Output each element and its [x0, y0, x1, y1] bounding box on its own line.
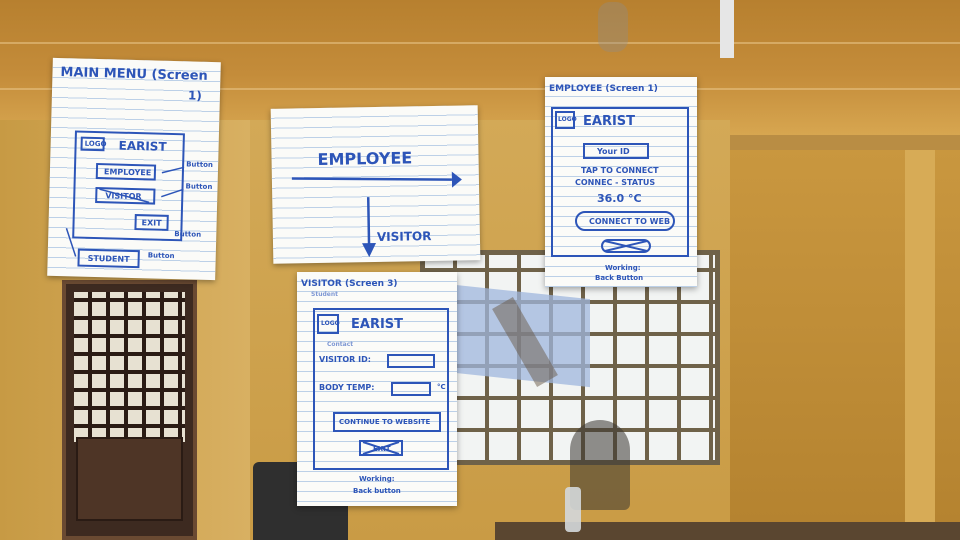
- ceiling-seam: [0, 42, 960, 44]
- crossed-exit-sketch: [601, 239, 651, 253]
- cross-mark: [362, 441, 400, 455]
- working-note: Working:: [359, 475, 395, 483]
- ceiling-fan-blur: [598, 2, 628, 52]
- sketch-main-menu: MAIN MENU (Screen 1) LOGO EARIST EMPLOYE…: [47, 57, 221, 281]
- sketch-employee-screen: EMPLOYEE (Screen 1) LOGO EARIST Your ID …: [545, 77, 697, 287]
- id-field-label: Your ID: [597, 147, 630, 156]
- tap-instruction: TAP TO CONNECT: [581, 166, 659, 175]
- visitor-screen-subtitle: Student: [311, 291, 338, 298]
- back-button-note: Back Button: [595, 274, 644, 282]
- ceiling-light-fixture: [720, 0, 734, 58]
- contact-note: Contact: [327, 341, 354, 348]
- sketch-visitor-screen: VISITOR (Screen 3) Student LOGO EARIST C…: [297, 272, 457, 506]
- wooden-door: [62, 280, 197, 540]
- annotation-arrows: [65, 166, 185, 257]
- brand-text: EARIST: [583, 114, 636, 129]
- connect-web-label: CONNECT TO WEB: [589, 217, 671, 226]
- working-note: Working:: [605, 264, 641, 272]
- continue-button-label: CONTINUE TO WEBSITE: [339, 418, 431, 426]
- visitor-id-field-sketch: [387, 354, 435, 368]
- cross-mark: [604, 240, 648, 252]
- ceiling-seam: [0, 88, 960, 90]
- temperature-reading: 36.0 °C: [597, 192, 642, 205]
- connect-status: CONNEC - STATUS: [575, 178, 656, 187]
- wall-pillar: [905, 150, 935, 540]
- id-field-sketch: Your ID: [583, 143, 649, 159]
- visitor-screen-title: VISITOR (Screen 3): [301, 279, 398, 289]
- door-carved-panel: [76, 437, 183, 521]
- logo-text: LOGO: [558, 116, 577, 123]
- brand-text: EARIST: [351, 317, 404, 332]
- employee-screen-frame: [551, 107, 689, 257]
- logo-box: LOGO: [555, 111, 577, 129]
- temp-unit: °C: [437, 383, 446, 391]
- door-glass-grid: [74, 292, 185, 442]
- connect-web-button-sketch: CONNECT TO WEB: [575, 211, 675, 231]
- flow-arrows: [291, 171, 462, 258]
- body-temp-label: BODY TEMP:: [319, 383, 375, 392]
- logo-text: LOGO: [321, 320, 340, 327]
- visitor-id-label: VISITOR ID:: [319, 355, 371, 364]
- water-bottle: [565, 487, 581, 532]
- continue-button-sketch: CONTINUE TO WEBSITE: [333, 412, 441, 432]
- back-button-note: Back button: [353, 487, 401, 495]
- sketch-flow: EMPLOYEE VISITOR: [270, 105, 481, 264]
- body-temp-field-sketch: [391, 382, 431, 396]
- table: [495, 522, 960, 540]
- employee-screen-title: EMPLOYEE (Screen 1): [549, 84, 658, 94]
- logo-box: LOGO: [317, 314, 340, 334]
- visitor-screen-frame: [313, 308, 449, 470]
